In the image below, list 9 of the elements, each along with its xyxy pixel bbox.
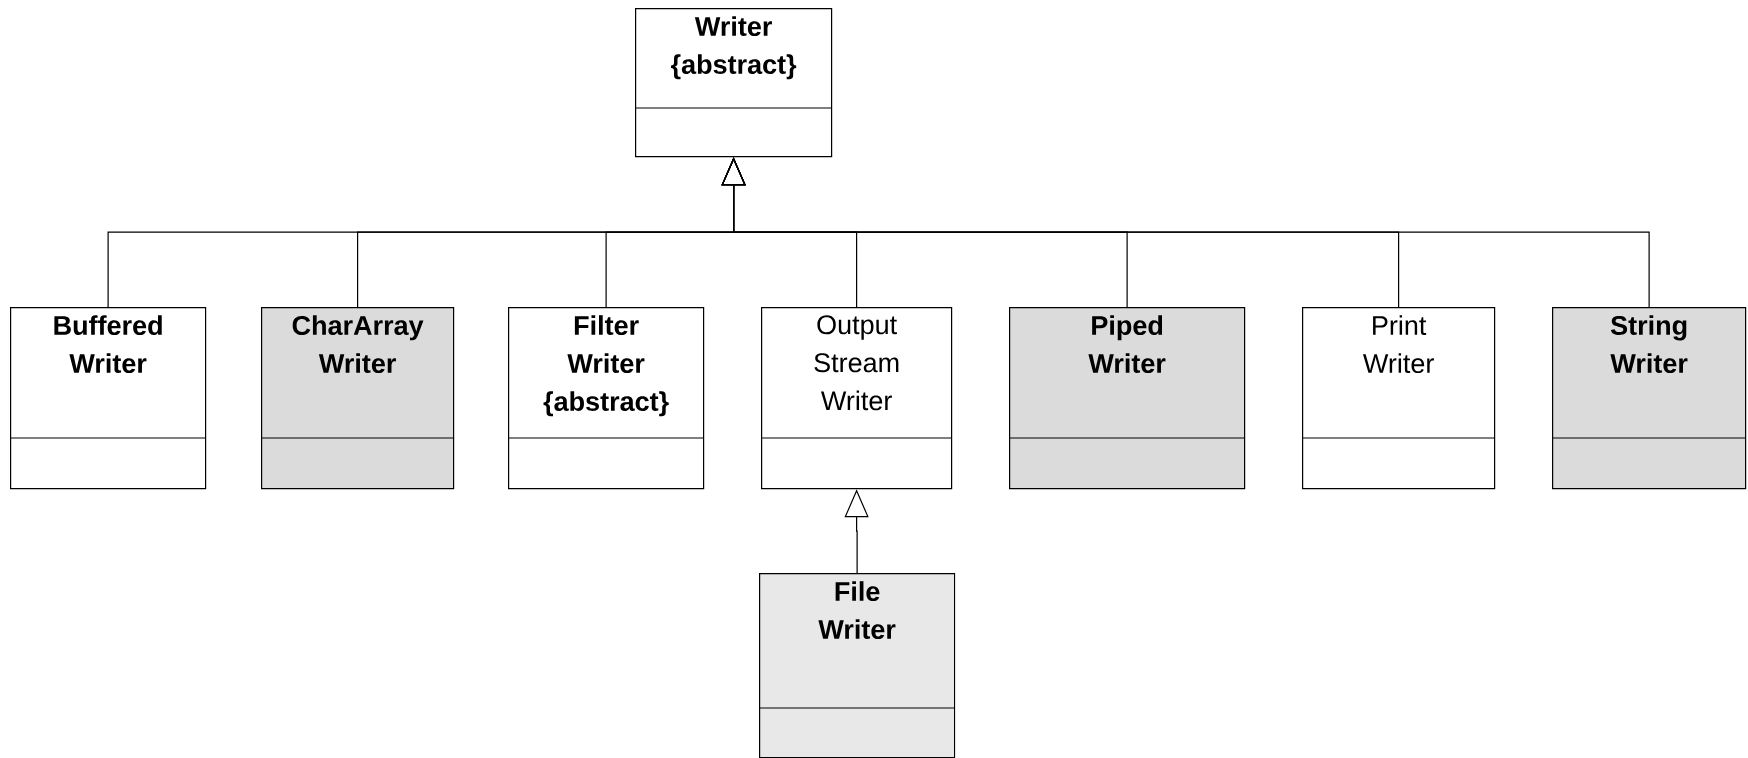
class-box: String Writer	[1551, 307, 1747, 490]
class-box: Print Writer	[1301, 307, 1496, 490]
class-box: Buffered Writer	[9, 307, 207, 490]
class-box: Filter Writer {abstract}	[507, 307, 705, 490]
class-box: File Writer	[758, 573, 956, 758]
class-box: Piped Writer	[1008, 307, 1246, 490]
class-box: CharArray Writer	[260, 307, 455, 490]
class-box: Output Stream Writer	[760, 307, 953, 490]
class-box: Writer {abstract}	[634, 8, 833, 158]
